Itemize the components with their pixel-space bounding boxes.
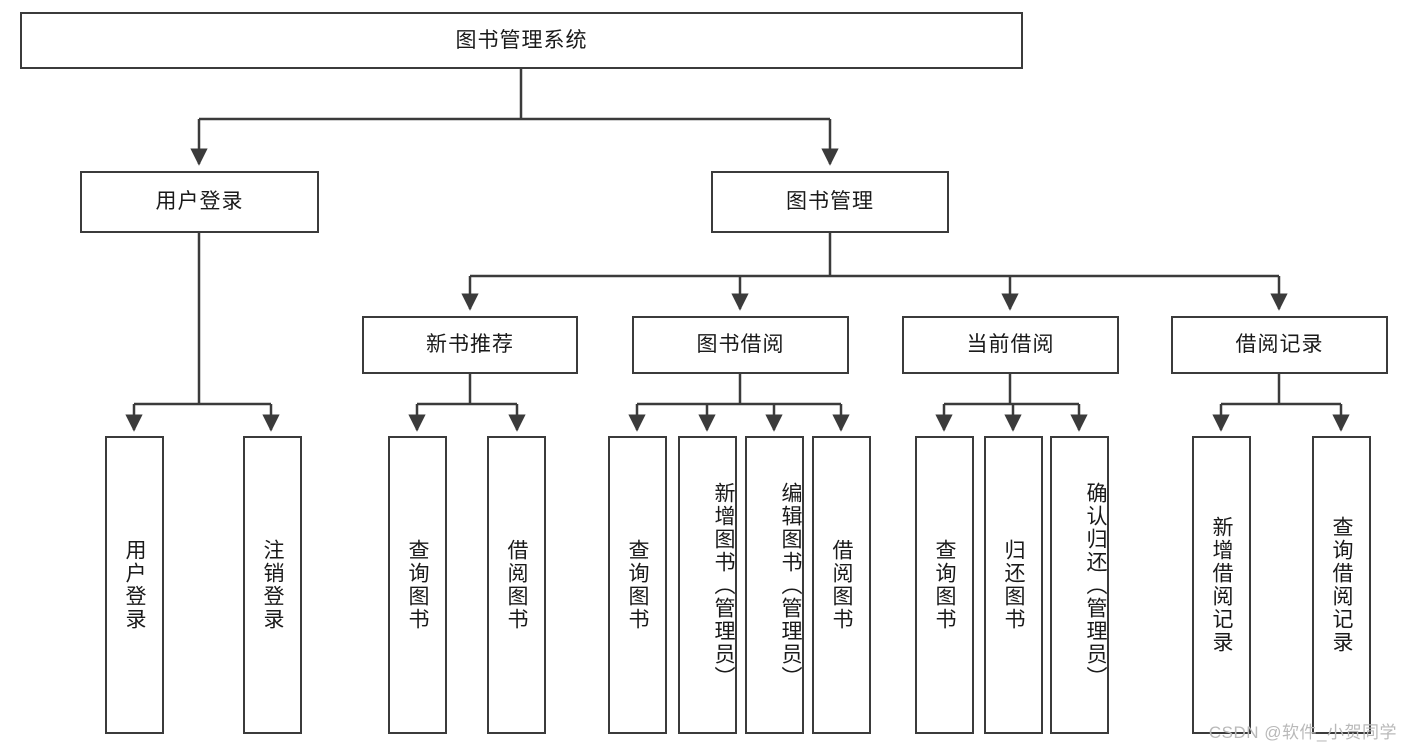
- node-book-borrow-label: 图书借阅: [696, 333, 785, 357]
- node-current-borrow[interactable]: 当前借阅: [902, 316, 1119, 374]
- node-leaf-add-book[interactable]: 新增图书（管理员）: [678, 436, 737, 734]
- node-leaf-confirm-return[interactable]: 确认归还（管理员）: [1050, 436, 1109, 734]
- node-leaf-borrow-book-1[interactable]: 借阅图书: [487, 436, 546, 734]
- csdn-watermark: CSDN @软件_小贺同学: [1208, 723, 1397, 742]
- node-root-label: 图书管理系统: [455, 28, 588, 52]
- node-leaf-logout[interactable]: 注销登录: [243, 436, 302, 734]
- node-leaf-add-record[interactable]: 新增借阅记录: [1192, 436, 1251, 734]
- node-leaf-query-book-1[interactable]: 查询图书: [388, 436, 447, 734]
- node-borrow-record[interactable]: 借阅记录: [1171, 316, 1388, 374]
- node-leaf-query-record[interactable]: 查询借阅记录: [1312, 436, 1371, 734]
- node-new-book-recommend[interactable]: 新书推荐: [362, 316, 578, 374]
- node-new-book-recommend-label: 新书推荐: [426, 333, 514, 357]
- node-leaf-query-book-2[interactable]: 查询图书: [608, 436, 667, 734]
- node-book-borrow[interactable]: 图书借阅: [632, 316, 849, 374]
- node-leaf-edit-book[interactable]: 编辑图书（管理员）: [745, 436, 804, 734]
- node-leaf-return-book[interactable]: 归还图书: [984, 436, 1043, 734]
- node-borrow-record-label: 借阅记录: [1235, 333, 1324, 357]
- node-leaf-query-book-3[interactable]: 查询图书: [915, 436, 974, 734]
- node-user-login-label: 用户登录: [155, 190, 244, 214]
- node-user-login[interactable]: 用户登录: [80, 171, 319, 233]
- node-book-manage[interactable]: 图书管理: [711, 171, 949, 233]
- node-leaf-user-login[interactable]: 用户登录: [105, 436, 164, 734]
- node-current-borrow-label: 当前借阅: [966, 333, 1055, 357]
- node-leaf-borrow-book-2[interactable]: 借阅图书: [812, 436, 871, 734]
- node-root[interactable]: 图书管理系统: [20, 12, 1023, 69]
- node-book-manage-label: 图书管理: [786, 190, 874, 214]
